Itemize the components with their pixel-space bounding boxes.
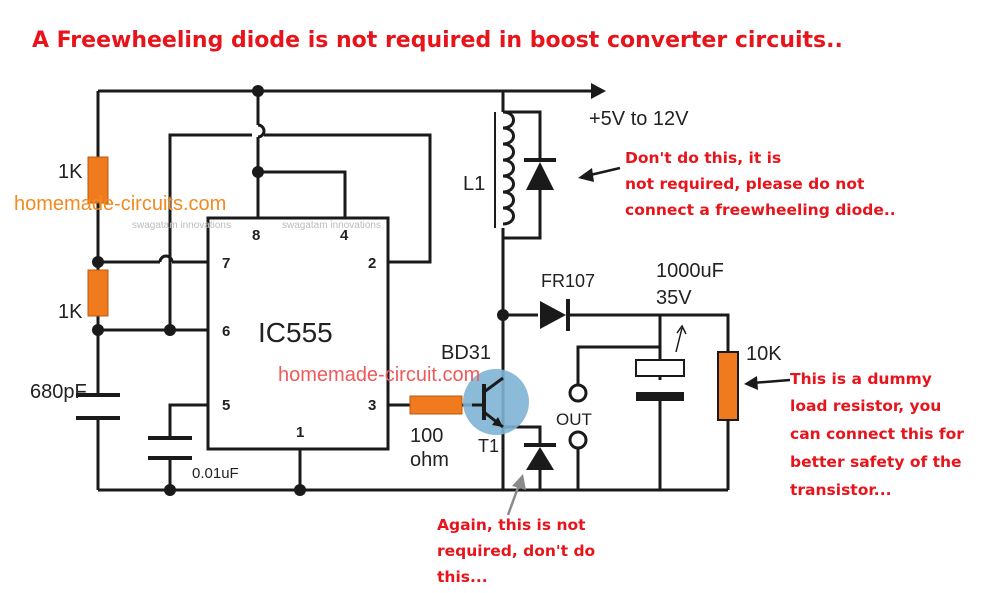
note-right-line4: better safety of the	[790, 453, 962, 471]
control-cap-label: 0.01uF	[192, 465, 239, 482]
pin-3: 3	[368, 397, 376, 414]
junction-dot	[92, 324, 104, 336]
watermark-site-left: homemade-circuits.com	[14, 193, 226, 215]
junction-dots	[92, 85, 509, 496]
resistor-r1	[87, 156, 109, 204]
inductor-l1	[494, 110, 515, 228]
load-resistor-label: 10K	[746, 343, 782, 365]
note-bottom-line1: Again, this is not	[437, 516, 586, 534]
transistor-ref-label: T1	[478, 436, 499, 456]
capacitor-control	[148, 436, 192, 460]
ic-label: IC555	[258, 317, 333, 348]
junction-dot	[252, 85, 264, 97]
capacitor-timing	[76, 393, 120, 420]
diode-fr107	[540, 299, 586, 331]
note-right-line3: can connect this for	[790, 425, 964, 443]
output-arrow	[591, 83, 606, 99]
note-right-line1: This is a dummy	[790, 370, 932, 388]
note-right-line2: load resistor, you	[790, 397, 941, 415]
note-top-line2: not required, please do not	[625, 175, 865, 193]
timing-cap-label: 680pF	[30, 381, 87, 403]
output-cap-value: 1000uF	[656, 260, 724, 282]
diode-label: FR107	[541, 271, 595, 291]
out-label: OUT	[556, 410, 592, 429]
output-voltage-label: +5V to 12V	[589, 108, 689, 130]
freewheel-diode-top	[524, 158, 556, 190]
junction-dot	[497, 309, 509, 321]
note-bottom-line3: this...	[437, 568, 488, 586]
base-resistor-value: 100	[410, 425, 443, 447]
junction-dot	[92, 256, 104, 268]
output-terminal-top	[568, 383, 588, 403]
junction-dot	[294, 484, 306, 496]
capacitor-output	[635, 324, 687, 401]
note-top-line1: Don't do this, it is	[625, 149, 781, 167]
freewheel-diode-bottom	[524, 443, 556, 470]
junction-dot	[164, 324, 176, 336]
note-bottom-line2: required, don't do	[437, 542, 595, 560]
note-top-line3: connect a freewheeling diode..	[625, 201, 896, 219]
annotation-arrows	[506, 166, 791, 516]
resistor-r2	[87, 269, 109, 317]
pin-4: 4	[340, 227, 349, 244]
note-right-line5: transistor...	[790, 481, 891, 499]
output-cap-voltage: 35V	[656, 287, 692, 309]
r2-label: 1K	[58, 301, 83, 323]
pin-5: 5	[222, 397, 230, 414]
watermark-credit-1: swagatam innovations	[132, 220, 231, 231]
ic555-body	[206, 216, 390, 451]
pin-7: 7	[222, 255, 230, 272]
watermark-credit-2: swagatam innovations	[282, 220, 381, 231]
base-resistor-unit: ohm	[410, 449, 449, 471]
diagram-title: A Freewheeling diode is not required in …	[32, 28, 843, 53]
resistor-load	[717, 351, 739, 421]
watermark-site-center: homemade-circuit.com	[278, 364, 480, 386]
junction-dot	[252, 166, 264, 178]
pin-2: 2	[368, 255, 376, 272]
pin-8: 8	[252, 227, 260, 244]
output-terminal-bottom	[568, 430, 588, 450]
junction-dot	[164, 484, 176, 496]
r1-label: 1K	[58, 161, 83, 183]
transistor-bd31	[463, 369, 529, 435]
pin-1: 1	[296, 424, 304, 441]
pin-6: 6	[222, 323, 230, 340]
transistor-label: BD31	[441, 342, 491, 364]
resistor-base	[409, 395, 463, 415]
inductor-label: L1	[463, 173, 485, 195]
